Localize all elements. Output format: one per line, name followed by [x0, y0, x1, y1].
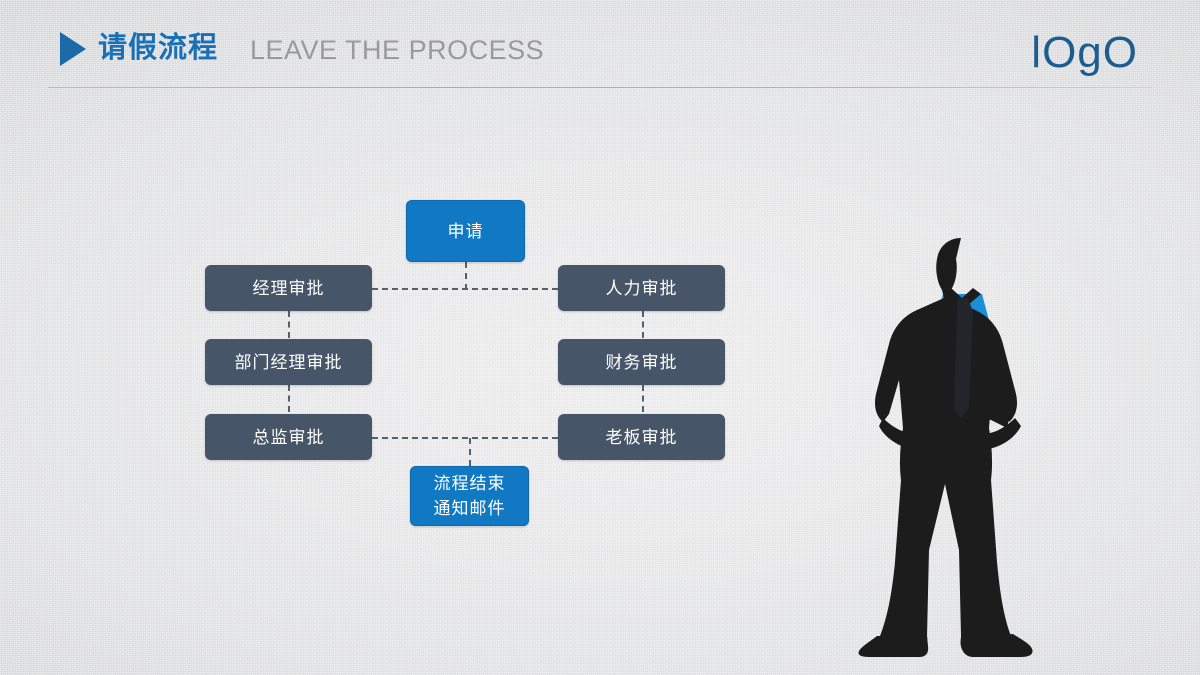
connector-manager-to-dept [288, 311, 290, 338]
businessman-silhouette [855, 232, 1070, 657]
flow-node-apply[interactable]: 申请 [406, 200, 525, 262]
connector-hr-to-finance [642, 311, 644, 338]
header-divider [48, 87, 1152, 88]
right-shoe [960, 634, 1033, 657]
slide-header: 请假流程 LEAVE THE PROCESS lOgO [0, 0, 1200, 98]
connector-director-to-boss [372, 437, 558, 439]
left-shoe [858, 636, 929, 657]
logo: lOgO [1031, 28, 1138, 77]
tie-shape [954, 298, 973, 418]
triangle-right-icon [60, 32, 86, 66]
flow-node-boss-approval[interactable]: 老板审批 [558, 414, 725, 460]
flow-node-director-approval[interactable]: 总监审批 [205, 414, 372, 460]
connector-apply-to-bus [465, 262, 467, 290]
jacket-left-panel [909, 298, 947, 428]
page-title-cn: 请假流程 [98, 32, 219, 64]
flow-node-process-finished-notice-email[interactable]: 流程结束 通知邮件 [410, 466, 529, 526]
page-title-en: LEAVE THE PROCESS [250, 35, 545, 65]
flow-node-manager-approval[interactable]: 经理审批 [205, 265, 372, 311]
flow-node-finance-approval[interactable]: 财务审批 [558, 339, 725, 385]
connector-finance-to-boss [642, 385, 644, 412]
flow-node-department-manager-approval[interactable]: 部门经理审批 [205, 339, 372, 385]
connector-dept-to-director [288, 385, 290, 412]
connector-bus-to-finish [469, 438, 471, 466]
connector-manager-to-hr [372, 288, 558, 290]
flow-node-hr-approval[interactable]: 人力审批 [558, 265, 725, 311]
